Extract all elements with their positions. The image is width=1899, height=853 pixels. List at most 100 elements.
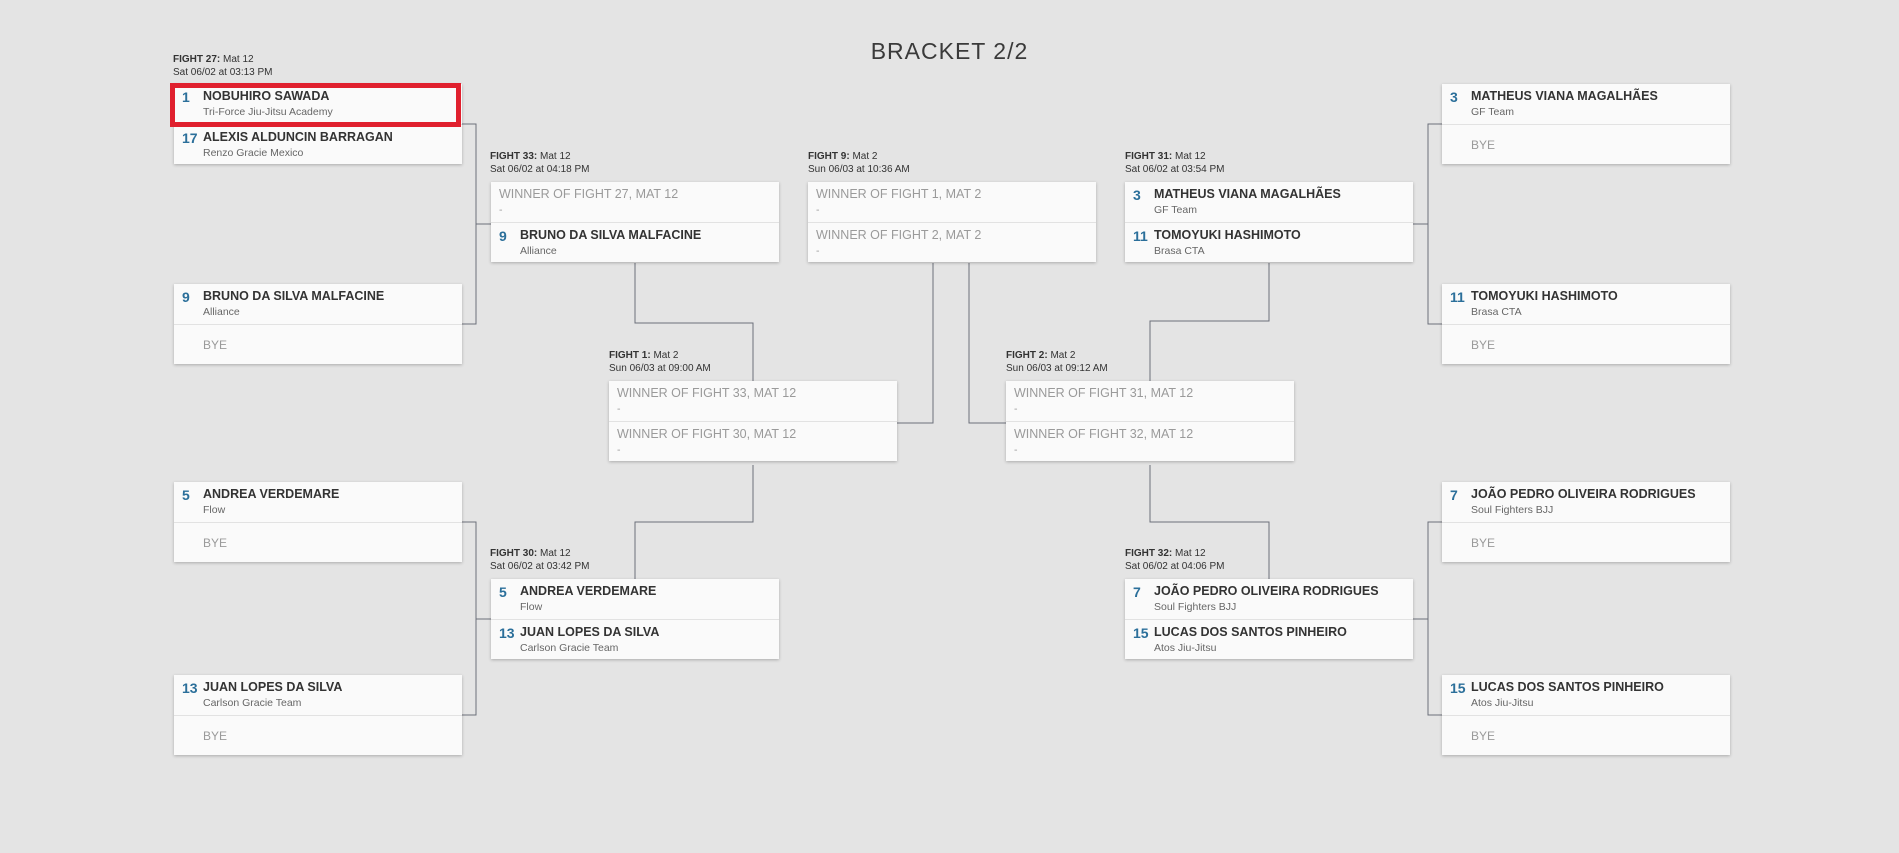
match-card-right-2[interactable]: 11 TOMOYUKI HASHIMOTO Brasa CTA BYE	[1442, 284, 1730, 364]
fight-1-label: FIGHT 1: Mat 2 Sun 06/03 at 09:00 AM	[609, 349, 909, 375]
competitor-name: JOÃO PEDRO OLIVEIRA RODRIGUES	[1471, 487, 1696, 501]
fight-mat: Mat 2	[1050, 350, 1076, 361]
match-card-fight-31[interactable]: 3 MATHEUS VIANA MAGALHÃES GF Team 11 TOM…	[1125, 182, 1413, 262]
fight-31-label: FIGHT 31: Mat 12 Sat 06/02 at 03:54 PM	[1125, 150, 1425, 176]
competitor-name: TOMOYUKI HASHIMOTO	[1471, 289, 1618, 303]
seed-number: 11	[1450, 289, 1465, 305]
team-name: Alliance	[520, 245, 557, 257]
match-card-left-2[interactable]: 9 BRUNO DA SILVA MALFACINE Alliance BYE	[174, 284, 462, 364]
competitor-slot[interactable]: 3 MATHEUS VIANA MAGALHÃES GF Team	[1442, 84, 1730, 124]
pending-slot[interactable]: WINNER OF FIGHT 32, MAT 12 -	[1006, 421, 1294, 461]
competitor-slot[interactable]: 9 BRUNO DA SILVA MALFACINE Alliance	[491, 222, 779, 262]
competitor-slot[interactable]: 5 ANDREA VERDEMARE Flow	[174, 482, 462, 522]
seed-number: 11	[1133, 228, 1148, 244]
seed-number: 7	[1133, 584, 1141, 600]
competitor-slot[interactable]: 7 JOÃO PEDRO OLIVEIRA RODRIGUES Soul Fig…	[1442, 482, 1730, 522]
seed-number: 13	[182, 680, 198, 696]
team-name: Carlson Gracie Team	[520, 642, 619, 654]
match-card-fight-1[interactable]: WINNER OF FIGHT 33, MAT 12 - WINNER OF F…	[609, 381, 897, 461]
competitor-name: TOMOYUKI HASHIMOTO	[1154, 228, 1301, 242]
seed-number: 7	[1450, 487, 1458, 503]
match-card-fight-30[interactable]: 5 ANDREA VERDEMARE Flow 13 JUAN LOPES DA…	[491, 579, 779, 659]
bye-slot: BYE	[174, 522, 462, 562]
match-card-fight-32[interactable]: 7 JOÃO PEDRO OLIVEIRA RODRIGUES Soul Fig…	[1125, 579, 1413, 659]
bye-label: BYE	[203, 338, 228, 352]
fight-number: FIGHT 9:	[808, 151, 850, 162]
bye-label: BYE	[203, 536, 228, 550]
fight-time: Sun 06/03 at 10:36 AM	[808, 164, 910, 175]
fight-number: FIGHT 33:	[490, 151, 538, 162]
competitor-slot[interactable]: 11 TOMOYUKI HASHIMOTO Brasa CTA	[1125, 222, 1413, 262]
bye-slot: BYE	[1442, 522, 1730, 562]
competitor-slot[interactable]: 9 BRUNO DA SILVA MALFACINE Alliance	[174, 284, 462, 324]
match-card-fight-2[interactable]: WINNER OF FIGHT 31, MAT 12 - WINNER OF F…	[1006, 381, 1294, 461]
winner-placeholder: WINNER OF FIGHT 31, MAT 12	[1014, 386, 1194, 400]
placeholder-team: -	[499, 204, 503, 216]
competitor-slot[interactable]: 1 NOBUHIRO SAWADA Tri-Force Jiu-Jitsu Ac…	[174, 84, 462, 124]
competitor-name: LUCAS DOS SANTOS PINHEIRO	[1471, 680, 1664, 694]
seed-number: 9	[182, 289, 190, 305]
competitor-slot[interactable]: 11 TOMOYUKI HASHIMOTO Brasa CTA	[1442, 284, 1730, 324]
bye-label: BYE	[1471, 729, 1496, 743]
connector-line	[462, 521, 477, 716]
competitor-name: JUAN LOPES DA SILVA	[520, 625, 660, 639]
bye-label: BYE	[1471, 536, 1496, 550]
fight-time: Sat 06/02 at 03:13 PM	[173, 67, 273, 78]
team-name: Tri-Force Jiu-Jitsu Academy	[203, 106, 333, 118]
placeholder-team: -	[816, 204, 820, 216]
competitor-name: JOÃO PEDRO OLIVEIRA RODRIGUES	[1154, 584, 1379, 598]
connector-line	[462, 123, 477, 325]
connector-line	[1427, 521, 1442, 716]
fight-9-label: FIGHT 9: Mat 2 Sun 06/03 at 10:36 AM	[808, 150, 1108, 176]
match-card-fight-33[interactable]: WINNER OF FIGHT 27, MAT 12 - 9 BRUNO DA …	[491, 182, 779, 262]
team-name: Carlson Gracie Team	[203, 697, 302, 709]
match-card-left-4[interactable]: 13 JUAN LOPES DA SILVA Carlson Gracie Te…	[174, 675, 462, 755]
team-name: Alliance	[203, 306, 240, 318]
winner-placeholder: WINNER OF FIGHT 33, MAT 12	[617, 386, 797, 400]
competitor-name: ALEXIS ALDUNCIN BARRAGAN	[203, 130, 393, 144]
competitor-slot[interactable]: 15 LUCAS DOS SANTOS PINHEIRO Atos Jiu-Ji…	[1442, 675, 1730, 715]
fight-time: Sat 06/02 at 03:54 PM	[1125, 164, 1225, 175]
placeholder-team: -	[617, 444, 621, 456]
fight-2-label: FIGHT 2: Mat 2 Sun 06/03 at 09:12 AM	[1006, 349, 1306, 375]
competitor-slot[interactable]: 5 ANDREA VERDEMARE Flow	[491, 579, 779, 619]
fight-27-label: FIGHT 27: Mat 12 Sat 06/02 at 03:13 PM	[173, 53, 473, 79]
fight-33-label: FIGHT 33: Mat 12 Sat 06/02 at 04:18 PM	[490, 150, 790, 176]
seed-number: 17	[182, 130, 198, 146]
pending-slot[interactable]: WINNER OF FIGHT 1, MAT 2 -	[808, 182, 1096, 222]
match-card-fight-27[interactable]: 1 NOBUHIRO SAWADA Tri-Force Jiu-Jitsu Ac…	[174, 84, 462, 164]
seed-number: 5	[182, 487, 190, 503]
bye-label: BYE	[1471, 138, 1496, 152]
competitor-slot[interactable]: 13 JUAN LOPES DA SILVA Carlson Gracie Te…	[174, 675, 462, 715]
pending-slot[interactable]: WINNER OF FIGHT 27, MAT 12 -	[491, 182, 779, 222]
competitor-name: MATHEUS VIANA MAGALHÃES	[1471, 89, 1658, 103]
competitor-name: LUCAS DOS SANTOS PINHEIRO	[1154, 625, 1347, 639]
pending-slot[interactable]: WINNER OF FIGHT 33, MAT 12 -	[609, 381, 897, 421]
match-card-right-3[interactable]: 7 JOÃO PEDRO OLIVEIRA RODRIGUES Soul Fig…	[1442, 482, 1730, 562]
pending-slot[interactable]: WINNER OF FIGHT 31, MAT 12 -	[1006, 381, 1294, 421]
fight-time: Sun 06/03 at 09:00 AM	[609, 363, 711, 374]
bye-slot: BYE	[1442, 324, 1730, 364]
page-title: BRACKET 2/2	[870, 38, 1029, 64]
fight-number: FIGHT 2:	[1006, 350, 1048, 361]
match-card-fight-9[interactable]: WINNER OF FIGHT 1, MAT 2 - WINNER OF FIG…	[808, 182, 1096, 262]
competitor-slot[interactable]: 15 LUCAS DOS SANTOS PINHEIRO Atos Jiu-Ji…	[1125, 619, 1413, 659]
placeholder-team: -	[1014, 403, 1018, 415]
seed-number: 15	[1133, 625, 1149, 641]
competitor-slot[interactable]: 17 ALEXIS ALDUNCIN BARRAGAN Renzo Gracie…	[174, 124, 462, 164]
pending-slot[interactable]: WINNER OF FIGHT 30, MAT 12 -	[609, 421, 897, 461]
match-card-right-1[interactable]: 3 MATHEUS VIANA MAGALHÃES GF Team BYE	[1442, 84, 1730, 164]
fight-time: Sat 06/02 at 04:18 PM	[490, 164, 590, 175]
placeholder-team: -	[617, 403, 621, 415]
competitor-slot[interactable]: 3 MATHEUS VIANA MAGALHÃES GF Team	[1125, 182, 1413, 222]
competitor-name: MATHEUS VIANA MAGALHÃES	[1154, 187, 1341, 201]
bye-slot: BYE	[174, 324, 462, 364]
match-card-left-3[interactable]: 5 ANDREA VERDEMARE Flow BYE	[174, 482, 462, 562]
fight-number: FIGHT 1:	[609, 350, 651, 361]
match-card-right-4[interactable]: 15 LUCAS DOS SANTOS PINHEIRO Atos Jiu-Ji…	[1442, 675, 1730, 755]
bye-slot: BYE	[1442, 124, 1730, 164]
competitor-slot[interactable]: 7 JOÃO PEDRO OLIVEIRA RODRIGUES Soul Fig…	[1125, 579, 1413, 619]
competitor-slot[interactable]: 13 JUAN LOPES DA SILVA Carlson Gracie Te…	[491, 619, 779, 659]
pending-slot[interactable]: WINNER OF FIGHT 2, MAT 2 -	[808, 222, 1096, 262]
